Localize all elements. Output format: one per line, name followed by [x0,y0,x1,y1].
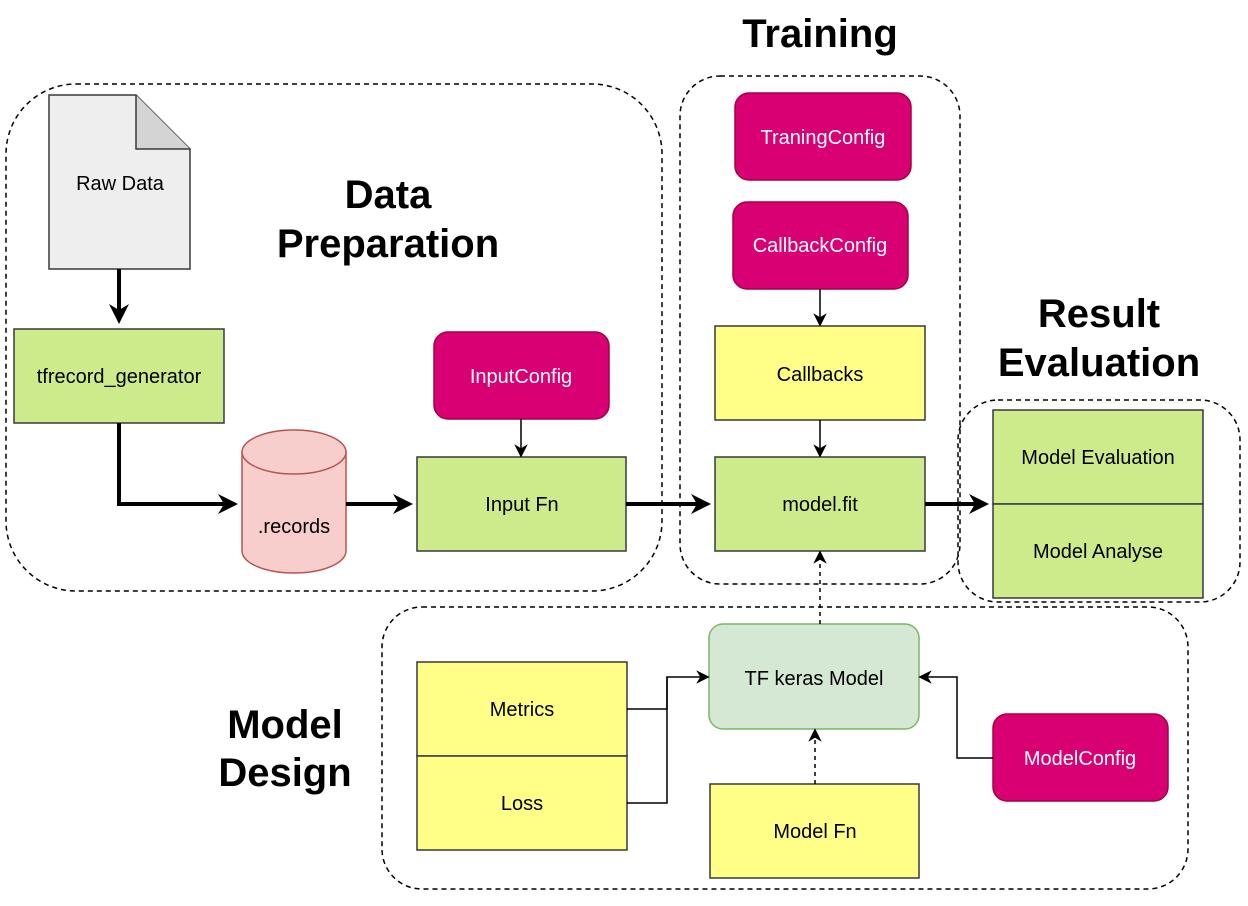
callbacks-node: Callbacks [714,325,926,421]
model-fn-node: Model Fn [709,783,920,879]
loss-node: Loss [416,755,628,851]
result-evaluation-title-line2: Evaluation [998,341,1200,385]
model-evaluation-node: Model Evaluation [992,409,1204,505]
result-evaluation-title-line1: Result [1038,292,1160,336]
edge-loss-to-model [627,677,668,804]
raw-data-label: Raw Data [76,173,165,195]
training-title: Training [742,12,898,56]
input-fn-label: Input Fn [485,494,558,516]
model-evaluation-label: Model Evaluation [1021,447,1174,469]
model-config-node: ModelConfig [992,713,1169,802]
input-config-node: InputConfig [433,331,610,420]
raw-data-node: Raw Data [48,94,191,270]
model-analyse-label: Model Analyse [1033,541,1163,563]
input-config-label: InputConfig [470,366,572,388]
model-fit-node: model.fit [714,456,926,552]
model-config-label: ModelConfig [1024,748,1136,770]
model-design-title-line1: Model [227,703,343,747]
metrics-node: Metrics [416,661,628,757]
records-cylinder-node: .records [241,429,347,574]
training-group [679,75,961,585]
input-fn-node: Input Fn [416,456,627,552]
data-preparation-group [5,83,663,592]
callbacks-label: Callbacks [777,364,864,386]
tf-keras-model-label: TF keras Model [745,668,884,690]
tf-keras-model-node: TF keras Model [708,623,920,730]
result-evaluation-group [957,399,1241,603]
records-label: .records [258,516,330,538]
training-config-node: TraningConfig [734,92,912,181]
edge-tfrecord-to-records [117,423,238,514]
model-analyse-node: Model Analyse [992,503,1204,599]
model-design-title-line2: Design [218,751,351,795]
loss-label: Loss [501,793,543,815]
data-preparation-title-line2: Preparation [277,222,499,266]
tfrecord-generator-node: tfrecord_generator [13,328,225,424]
model-fn-label: Model Fn [773,821,856,843]
callback-config-label: CallbackConfig [753,235,888,257]
training-config-label: TraningConfig [761,127,886,149]
tfrecord-generator-label: tfrecord_generator [37,366,202,388]
metrics-label: Metrics [490,699,554,721]
model-design-group [381,606,1189,890]
edge-modelconfig-to-model [918,670,993,759]
model-fit-label: model.fit [782,494,858,516]
data-preparation-title-line1: Data [345,173,432,217]
callback-config-node: CallbackConfig [732,201,909,290]
